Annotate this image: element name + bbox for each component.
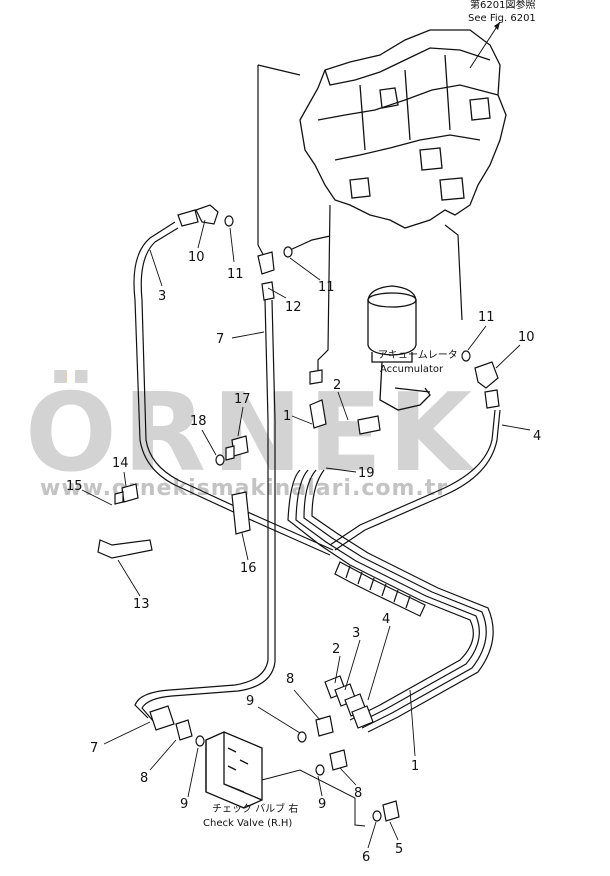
callout-labels: 3 10 11 12 7 11 11 10 2 1 4 18 17 19 14 … [66,250,541,865]
callout-7: 7 [216,332,224,347]
callout-13: 13 [133,597,150,612]
callout-8: 8 [286,672,294,687]
callout-4: 4 [533,429,541,444]
callout-16: 16 [240,561,257,576]
control-valve [299,29,507,229]
callout-6: 6 [362,850,370,865]
callout-12: 12 [285,300,302,315]
callout-17: 17 [234,392,251,407]
accumulator-en: Accumulator [380,364,444,375]
callout-18: 18 [190,414,207,429]
fittings [97,204,500,822]
callout-9: 9 [180,797,188,812]
watermark: ÖRNEK www.ornekismakinalari.com.tr [25,369,478,501]
accumulator-jp: アキュームレータ [378,349,458,361]
reference-jp: 第6201図参照 [470,0,535,11]
callout-4: 4 [382,612,390,627]
callout-11: 11 [318,280,335,295]
check-valve [205,731,263,809]
callout-11: 11 [478,310,495,325]
watermark-brand: ÖRNEK [25,369,478,496]
check-valve-line [261,769,366,827]
callout-7: 7 [90,741,98,756]
callout-3: 3 [158,289,166,304]
callout-15: 15 [66,479,83,494]
reference-en: See Fig. 6201 [468,13,536,24]
hoses [133,64,501,733]
callout-8: 8 [140,771,148,786]
callout-leaders [81,219,531,849]
callout-1: 1 [411,759,419,774]
callout-3: 3 [352,626,360,641]
callout-5: 5 [395,842,403,857]
callout-19: 19 [358,466,375,481]
callout-14: 14 [112,456,129,471]
bundle-wrap [334,561,426,617]
reference-leader [469,21,501,69]
callout-9: 9 [318,797,326,812]
accumulator [367,285,431,411]
callout-11: 11 [227,267,244,282]
callout-2: 2 [333,378,341,393]
check-valve-jp: チェック バルブ 右 [212,802,298,815]
callout-2: 2 [332,642,340,657]
reference-arrow-icon [494,22,500,30]
callout-10: 10 [518,330,535,345]
check-valve-en: Check Valve (R.H) [203,818,292,829]
callout-10: 10 [188,250,205,265]
callout-8: 8 [354,786,362,801]
callout-9: 9 [246,694,254,709]
callout-1: 1 [283,409,291,424]
